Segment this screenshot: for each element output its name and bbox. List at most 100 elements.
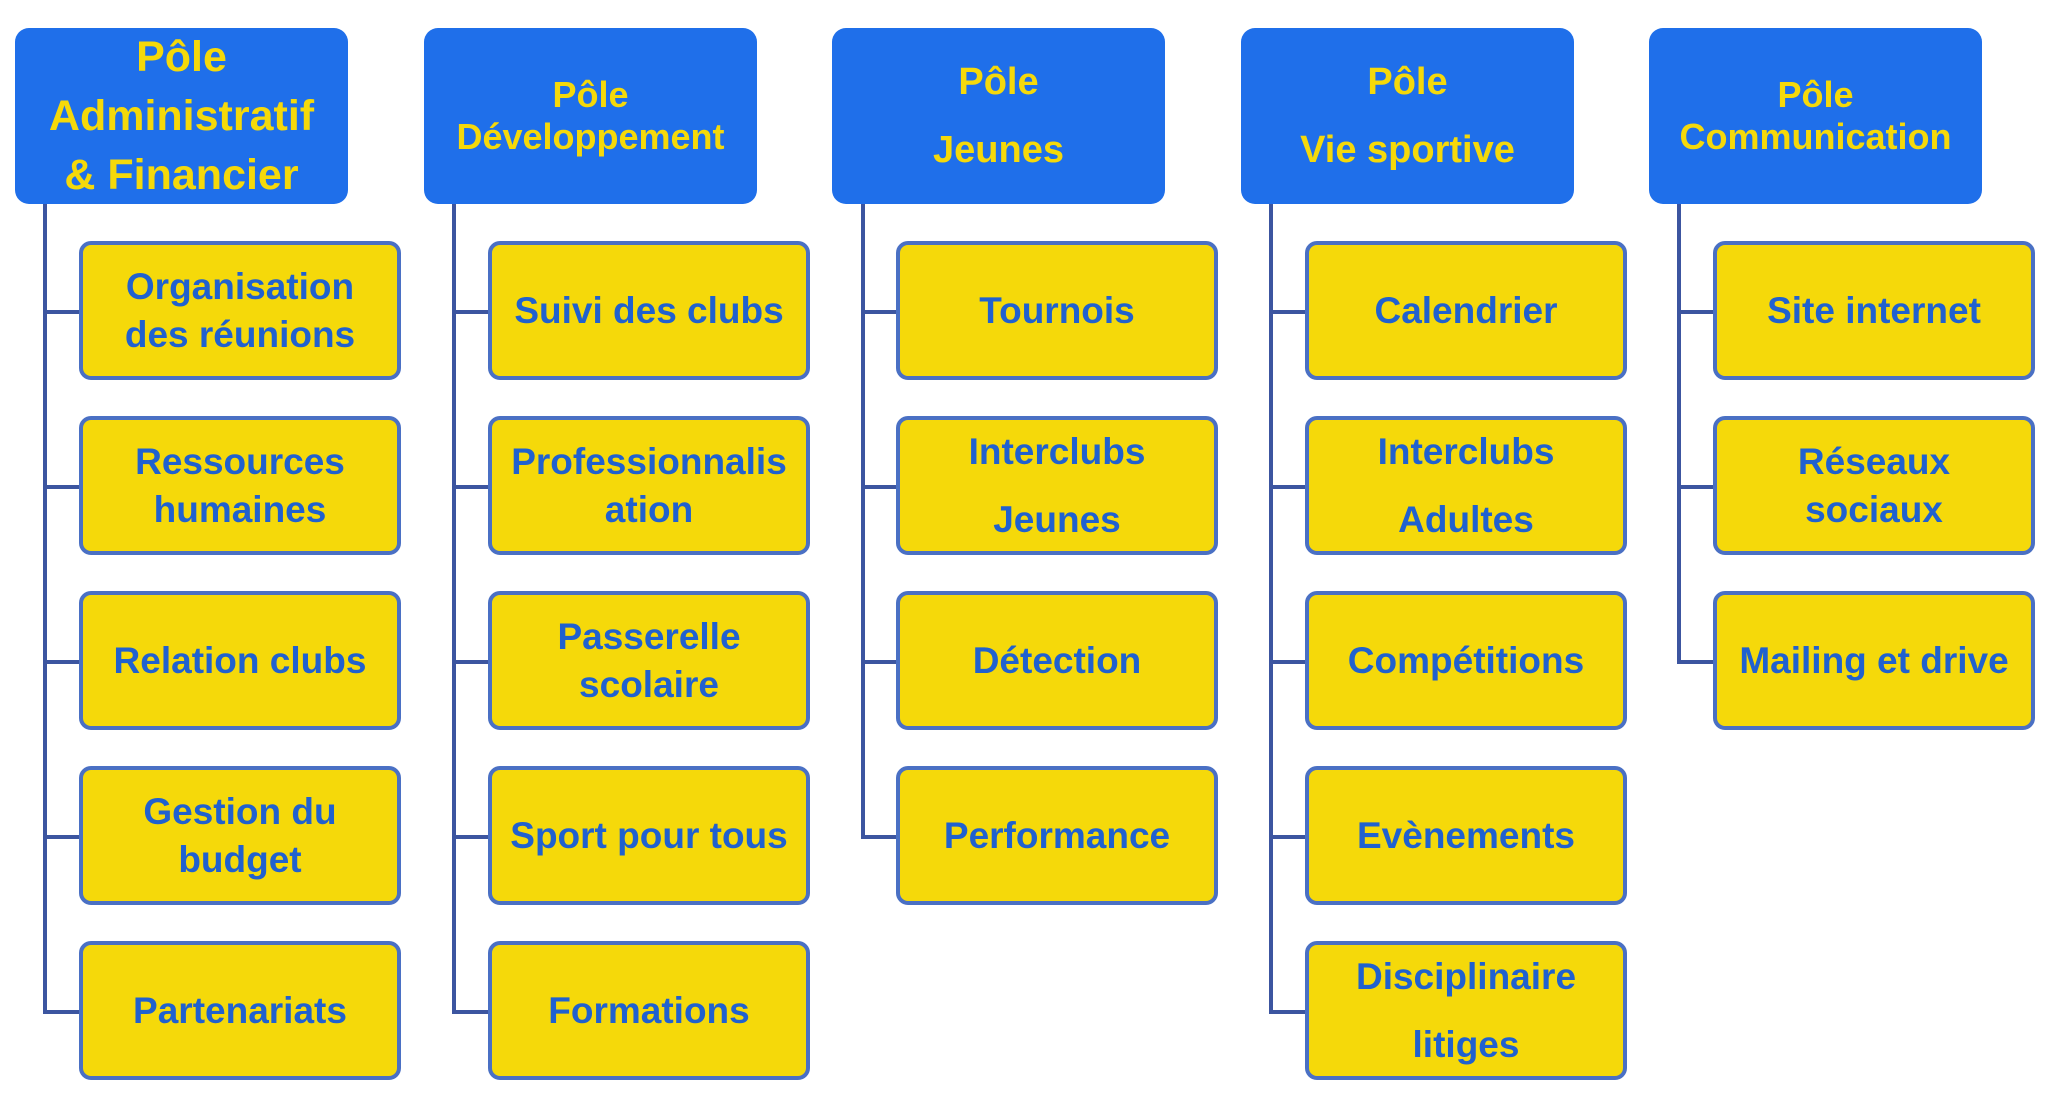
task-box: Performance xyxy=(896,766,1218,905)
header-line: Vie sportive xyxy=(1300,129,1515,171)
connector-branch xyxy=(454,835,488,839)
task-line: budget xyxy=(178,838,302,880)
header-line: Pôle xyxy=(1777,74,1854,115)
connector-branch xyxy=(45,1010,79,1014)
task-line: Suivi des clubs xyxy=(514,289,784,331)
task-line: des réunions xyxy=(124,313,356,355)
task-line: Performance xyxy=(943,814,1171,856)
header-line: Pôle xyxy=(958,61,1039,103)
task-box: Compétitions xyxy=(1305,591,1627,730)
connector-branch xyxy=(454,1010,488,1014)
task-box: Partenariats xyxy=(79,941,401,1080)
connector-branch xyxy=(45,310,79,314)
task-box: Ressources humaines xyxy=(79,416,401,555)
connector-trunk xyxy=(861,204,865,839)
header-line: Développement xyxy=(456,116,725,157)
task-box: Mailing et drive xyxy=(1713,591,2035,730)
pole-header-communication: Pôle Communication xyxy=(1649,28,1982,204)
task-line: Interclubs xyxy=(968,430,1146,472)
connector-branch xyxy=(1679,660,1713,664)
pole-header-vie-sportive: Pôle Vie sportive xyxy=(1241,28,1574,204)
pole-header-jeunes: Pôle Jeunes xyxy=(832,28,1165,204)
header-line: Administratif xyxy=(48,91,315,140)
task-line: sociaux xyxy=(1805,488,1943,530)
task-line: Sport pour tous xyxy=(510,814,788,856)
task-line: Adultes xyxy=(1398,498,1534,540)
connector-branch xyxy=(1271,660,1305,664)
task-line: Relation clubs xyxy=(113,639,367,681)
connector-trunk xyxy=(1269,204,1273,1014)
connector-branch xyxy=(454,310,488,314)
task-box: Gestion du budget xyxy=(79,766,401,905)
connector-branch xyxy=(45,660,79,664)
task-box: Site internet xyxy=(1713,241,2035,380)
task-box: Sport pour tous xyxy=(488,766,810,905)
connector-branch xyxy=(45,485,79,489)
header-line: Jeunes xyxy=(933,129,1064,171)
task-box: Calendrier xyxy=(1305,241,1627,380)
task-line: Evènements xyxy=(1357,814,1575,856)
connector-branch xyxy=(1271,835,1305,839)
task-line: Détection xyxy=(972,639,1142,681)
connector-branch xyxy=(454,485,488,489)
task-box: Professionnalis ation xyxy=(488,416,810,555)
connector-branch xyxy=(863,660,897,664)
connector-branch xyxy=(1679,485,1713,489)
task-line: scolaire xyxy=(579,663,719,705)
task-box: Réseaux sociaux xyxy=(1713,416,2035,555)
task-line: ation xyxy=(604,488,694,530)
task-box: Suivi des clubs xyxy=(488,241,810,380)
task-line: Organisation xyxy=(125,265,355,307)
task-box: Evènements xyxy=(1305,766,1627,905)
task-line: Professionnalis xyxy=(511,440,787,482)
connector-branch xyxy=(863,485,897,489)
connector-branch xyxy=(45,835,79,839)
header-line: Pôle xyxy=(552,74,629,115)
connector-trunk xyxy=(1677,204,1681,664)
task-box: Passerelle scolaire xyxy=(488,591,810,730)
task-line: Compétitions xyxy=(1347,639,1585,681)
task-line: humaines xyxy=(153,488,327,530)
task-box: Organisation des réunions xyxy=(79,241,401,380)
pole-header-admin: Pôle Administratif & Financier xyxy=(15,28,348,204)
connector-branch xyxy=(1271,1010,1305,1014)
pole-header-developpement: Pôle Développement xyxy=(424,28,757,204)
task-line: Réseaux xyxy=(1797,440,1951,482)
header-line: & Financier xyxy=(64,150,299,199)
header-line: Pôle xyxy=(136,32,227,81)
task-line: Gestion du xyxy=(143,790,337,832)
task-line: Disciplinaire xyxy=(1355,955,1577,997)
task-line: Tournois xyxy=(979,289,1135,331)
task-line: Site internet xyxy=(1767,289,1981,331)
task-line: Partenariats xyxy=(133,989,347,1031)
task-box: Disciplinaire litiges xyxy=(1305,941,1627,1080)
connector-branch xyxy=(1679,310,1713,314)
task-line: Mailing et drive xyxy=(1739,639,2009,681)
connector-branch xyxy=(1271,310,1305,314)
connector-trunk xyxy=(452,204,456,1014)
task-line: litiges xyxy=(1412,1023,1520,1065)
connector-branch xyxy=(454,660,488,664)
connector-branch xyxy=(1271,485,1305,489)
header-line: Pôle xyxy=(1367,61,1448,103)
task-line: Passerelle xyxy=(557,615,741,657)
connector-branch xyxy=(863,835,897,839)
task-line: Ressources xyxy=(135,440,345,482)
header-line: Communication xyxy=(1679,116,1952,157)
task-box: Tournois xyxy=(896,241,1218,380)
task-line: Formations xyxy=(548,989,750,1031)
task-box: Relation clubs xyxy=(79,591,401,730)
connector-branch xyxy=(863,310,897,314)
task-line: Jeunes xyxy=(993,498,1121,540)
task-box: Détection xyxy=(896,591,1218,730)
connector-trunk xyxy=(43,204,47,1014)
task-line: Calendrier xyxy=(1374,289,1558,331)
task-line: Interclubs xyxy=(1377,430,1555,472)
